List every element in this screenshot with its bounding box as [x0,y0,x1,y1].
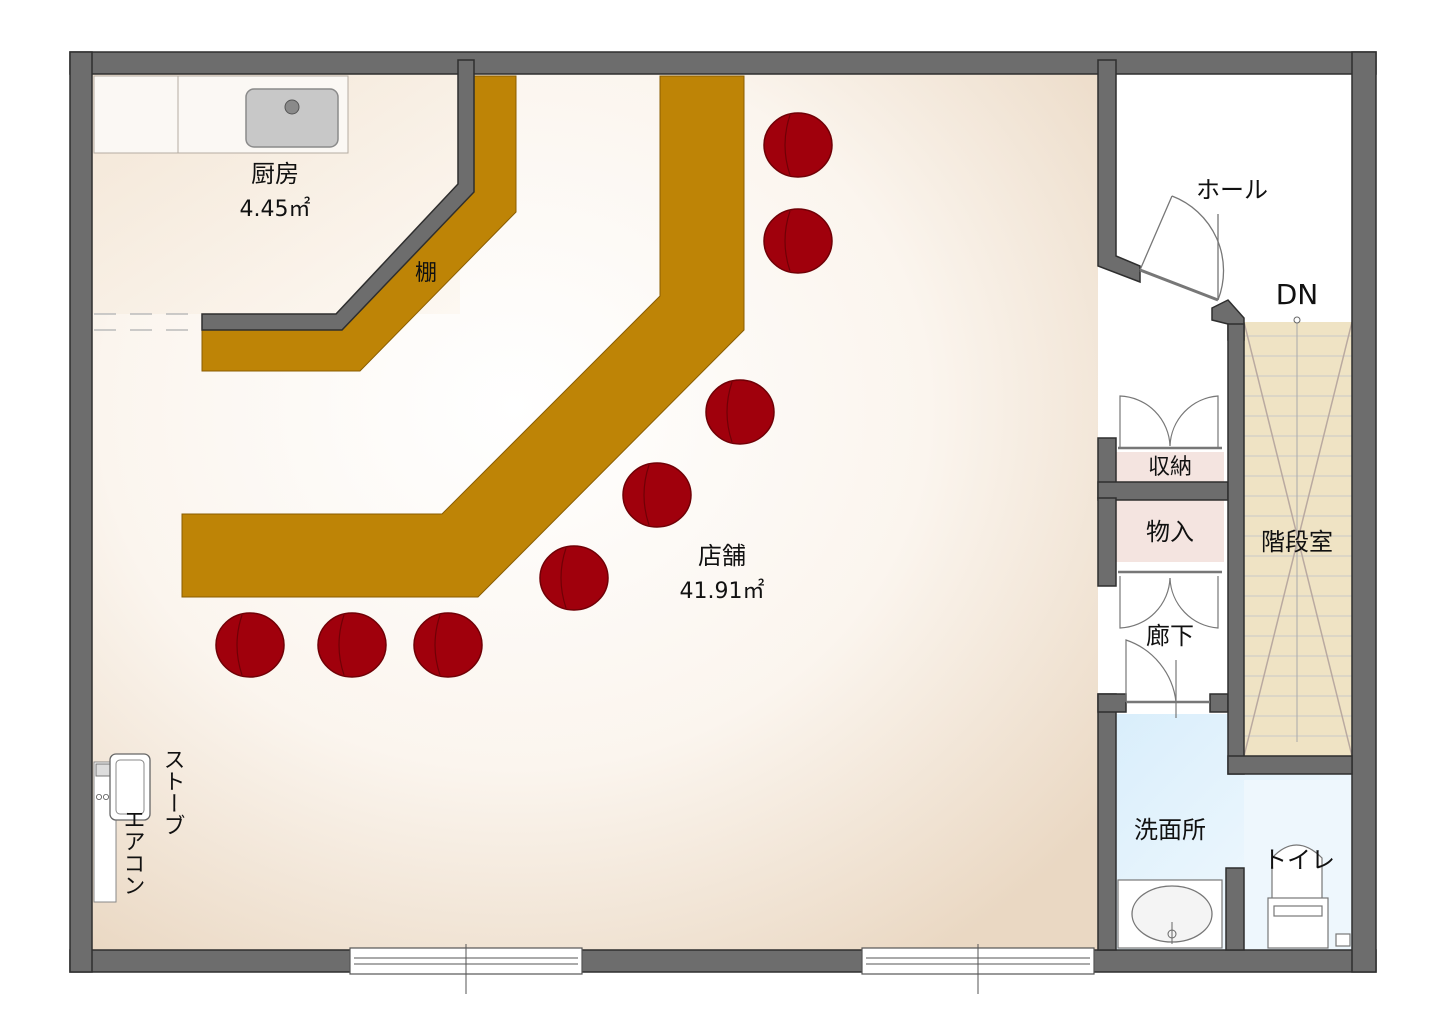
round-stool-icon [215,612,285,678]
outer-wall-left [69,51,93,973]
stove-label: ストーブ [160,748,185,836]
outer-wall-bottom [69,949,1377,973]
closet-floor [1116,500,1224,562]
closet-doors[interactable] [1118,570,1222,629]
stove-icon [109,753,151,821]
round-stool-icon [763,112,833,178]
window-left [349,944,583,994]
storage-floor [1116,452,1224,482]
shop-area-label: 41.91㎡ [680,578,765,604]
hall-partition-wall [1097,59,1141,284]
kitchen-area-label: 4.45㎡ [240,196,311,222]
corridor-wall-bottom-left [1097,693,1127,713]
kitchen-sink-icon [245,88,339,148]
shelf-label: 棚 [415,261,437,286]
hall-door[interactable] [1139,195,1225,302]
kitchen-label: 厨房 [251,160,299,188]
storage-doors[interactable] [1118,395,1222,450]
air-conditioner-label: エアコン [120,808,145,896]
staircase [1243,316,1353,757]
washroom-label: 洗面所 [1134,816,1206,844]
round-stool-icon [413,612,483,678]
kitchen-counter [93,75,349,154]
hall-floor [1116,74,1352,324]
kitchen-partition-wall [201,59,475,331]
closet-label: 物入 [1146,518,1194,546]
round-stool-icon [763,208,833,274]
corridor-wall-left [1097,693,1117,951]
outer-wall-right [1351,51,1377,973]
round-stool-icon [539,545,609,611]
stools [215,112,833,678]
stair-down-marker-icon [1293,316,1301,324]
storage-label: 収納 [1148,455,1192,480]
corridor-wall-bottom-right [1209,693,1229,713]
toilet-label: トイレ [1263,846,1335,874]
bar-counter [181,75,745,598]
storage-closet-wall [1097,481,1229,501]
window-right [861,944,1095,994]
round-stool-icon [622,462,692,528]
shop-label: 店舗 [698,542,746,570]
round-stool-icon [705,379,775,445]
hall-label: ホール [1196,176,1268,204]
kitchen-opening [94,313,200,331]
stairwell-label: 階段室 [1261,528,1333,556]
stair-wall-bottom [1227,755,1353,775]
stair-down-label: DN [1276,278,1319,311]
wash-basin-icon [1117,879,1223,949]
outer-wall-top [69,51,1377,75]
toilet-icon [1267,844,1351,949]
corridor-label: 廊下 [1146,622,1194,650]
washroom-door[interactable] [1125,639,1210,718]
round-stool-icon [317,612,387,678]
closet-wall [1097,497,1117,587]
stair-wall-left [1227,323,1245,775]
toilet-partition-wall [1225,867,1245,951]
